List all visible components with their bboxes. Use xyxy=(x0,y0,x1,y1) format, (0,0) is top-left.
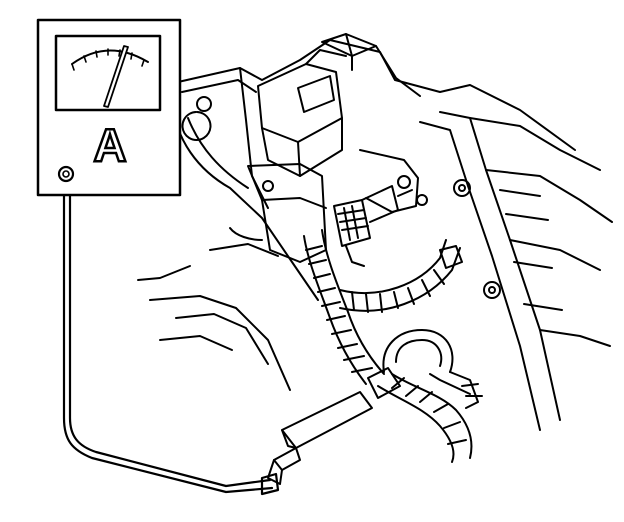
lower-body-panel xyxy=(137,227,291,391)
frame-rail xyxy=(419,111,613,431)
wire-harness xyxy=(303,229,483,463)
meter-unit-label: A xyxy=(92,119,128,171)
meter-scale-arc xyxy=(71,49,149,65)
meter-terminal xyxy=(57,165,75,183)
body-panel-outline xyxy=(171,39,576,301)
harness-connector xyxy=(333,185,413,267)
meter-test-lead xyxy=(62,172,280,496)
bracket-plate xyxy=(247,149,428,263)
ammeter xyxy=(36,18,182,197)
meter-needle xyxy=(103,45,129,108)
relay-box xyxy=(257,33,421,177)
test-probe xyxy=(267,391,373,485)
